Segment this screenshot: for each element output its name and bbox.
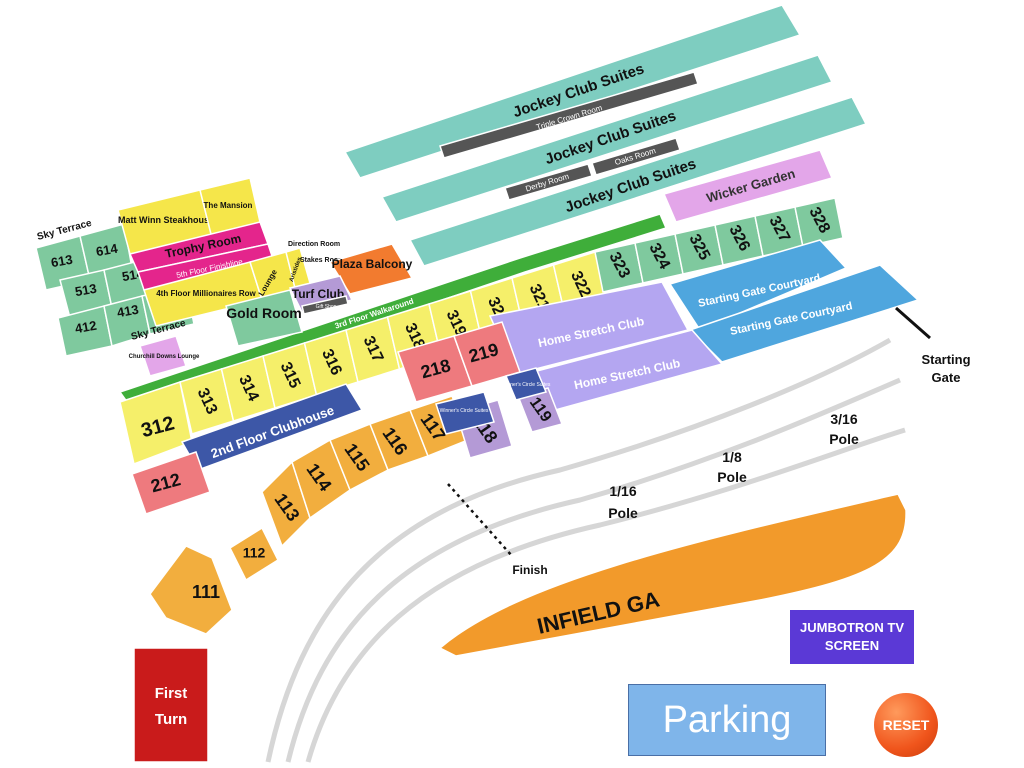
first-turn[interactable]: First Turn xyxy=(133,647,209,763)
direction-room-label: Direction Room xyxy=(288,241,340,248)
turf-club-gift-shop[interactable]: Gift Shop xyxy=(301,295,349,315)
pole-1-8-label-2: Pole xyxy=(717,469,747,485)
section-314[interactable]: 314 xyxy=(220,355,276,422)
finish-label: Finish xyxy=(512,563,547,577)
churchill-lounge-label: Churchill Downs Lounge xyxy=(129,354,200,360)
section-116[interactable]: 116 xyxy=(369,409,429,471)
section-412[interactable]: 412 xyxy=(57,305,113,357)
section-325[interactable]: 325 xyxy=(674,224,724,275)
section-328[interactable]: 328 xyxy=(794,197,844,248)
starting-gate-label-1: Starting xyxy=(921,352,970,367)
matt-winn-label: Matt Winn Steakhouse xyxy=(118,215,214,225)
gold-room[interactable]: Gold Room xyxy=(225,289,303,347)
section-313[interactable]: 313 xyxy=(179,368,235,435)
parking-button[interactable]: Parking xyxy=(628,684,826,756)
reset-button[interactable]: RESET xyxy=(874,693,938,757)
first-turn-label-2: Turn xyxy=(155,711,187,728)
section-label: 413 xyxy=(116,302,140,321)
section-317[interactable]: 317 xyxy=(345,316,401,383)
section-315[interactable]: 315 xyxy=(262,342,318,409)
turf-club-label: Turf Club xyxy=(292,287,344,301)
parking-label: Parking xyxy=(662,698,792,741)
gold-room-label: Gold Room xyxy=(226,305,301,321)
winners-circle-suites-2[interactable]: Winner's Circle Suites xyxy=(502,367,551,401)
pole-1-16-label: 1/16 xyxy=(609,483,636,499)
section-label: 613 xyxy=(50,252,74,271)
reset-label: RESET xyxy=(882,717,930,733)
section-label: 112 xyxy=(243,545,266,561)
first-turn-label-1: First xyxy=(155,685,188,702)
section-label: 111 xyxy=(192,582,220,602)
turf-club-sub-label: Gift Shop xyxy=(316,304,337,310)
pole-3-16-label: 3/16 xyxy=(830,411,857,427)
track-rail xyxy=(265,337,892,763)
section-312[interactable]: 312 xyxy=(119,381,193,466)
pole-3-16-label-2: Pole xyxy=(829,431,859,447)
section-111[interactable]: 111 xyxy=(149,545,233,635)
fourth-floor-label: 4th Floor Millionaires Row xyxy=(156,289,256,298)
section-513[interactable]: 513 xyxy=(59,269,113,319)
section-327[interactable]: 327 xyxy=(754,206,804,257)
track-rails xyxy=(265,337,906,763)
section-212[interactable]: 212 xyxy=(131,451,211,515)
section-119[interactable]: 119 xyxy=(516,387,564,433)
winners-circle-1-label: Winner's Circle Suites xyxy=(440,408,489,414)
section-label: 412 xyxy=(74,318,98,337)
winners-circle-2-label: Winner's Circle Suites xyxy=(502,382,551,388)
sections-600-500-400: 613614513514412413414 xyxy=(35,223,195,357)
section-219[interactable]: 219 xyxy=(453,321,521,387)
plaza-balcony[interactable]: Plaza Balcony xyxy=(328,243,414,295)
track-rail xyxy=(305,427,906,763)
section-label: 513 xyxy=(74,281,98,300)
jumbotron-tv-screen[interactable]: JUMBOTRON TV SCREEN xyxy=(790,610,914,664)
pole-1-8-label: 1/8 xyxy=(722,449,742,465)
winners-circle-suites-1[interactable]: Winner's Circle Suites xyxy=(435,391,495,435)
starting-gate-label-2: Gate xyxy=(932,370,961,385)
track-rail xyxy=(285,377,901,763)
section-label: 614 xyxy=(95,241,120,260)
plaza-balcony-label: Plaza Balcony xyxy=(332,257,413,271)
section-413[interactable]: 413 xyxy=(103,295,151,347)
section-324[interactable]: 324 xyxy=(634,233,684,284)
pole-1-16-label-2: Pole xyxy=(608,505,638,521)
section-114[interactable]: 114 xyxy=(291,438,351,520)
the-mansion-label: The Mansion xyxy=(204,201,253,210)
finish-line xyxy=(447,483,513,557)
lounge[interactable]: Lounge xyxy=(249,251,297,301)
churchill-downs-lounge[interactable]: Churchill Downs Lounge xyxy=(129,335,200,377)
stakes-room-label: Stakes Room xyxy=(300,257,344,264)
section-112[interactable]: 112 xyxy=(229,526,279,582)
section-316[interactable]: 316 xyxy=(303,329,359,396)
section-323[interactable]: 323 xyxy=(594,242,644,293)
section-326[interactable]: 326 xyxy=(714,215,764,266)
starting-gate-line xyxy=(895,306,931,340)
jumbotron-label: JUMBOTRON TV SCREEN xyxy=(800,620,904,653)
